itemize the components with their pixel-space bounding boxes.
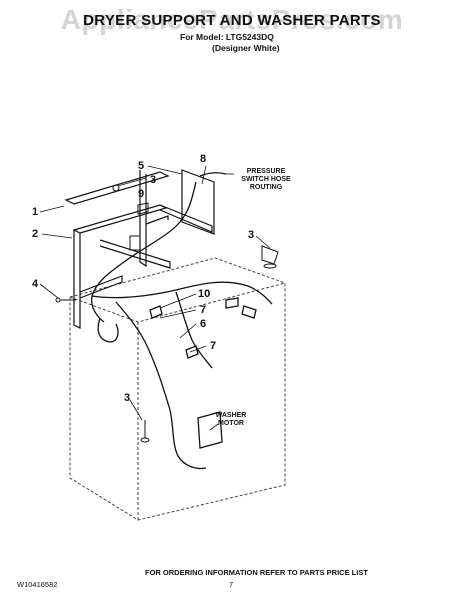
- callout-9: 9: [138, 188, 145, 200]
- ordering-info: FOR ORDERING INFORMATION REFER TO PARTS …: [145, 568, 368, 577]
- wire-harness: [90, 172, 273, 470]
- callout-3-right: 3: [248, 229, 255, 241]
- watermark: AppliancePartsPros.com: [60, 4, 404, 35]
- callout-8: 8: [200, 153, 207, 165]
- model-variant: (Designer White): [212, 43, 280, 53]
- callout-2: 2: [32, 228, 39, 240]
- callout-1: 1: [32, 206, 39, 218]
- diagram-title: DRYER SUPPORT AND WASHER PARTS: [83, 12, 381, 29]
- leader-lines: [39, 165, 271, 431]
- callout-7-lower: 7: [210, 340, 217, 352]
- pressure-switch-note: PRESSURE SWITCH HOSE ROUTING: [241, 168, 291, 191]
- callout-3-top: 3: [150, 174, 157, 186]
- model-line: For Model: LTG5243DQ: [180, 32, 274, 42]
- document-number: W10416582: [17, 580, 58, 589]
- page-number: 7: [229, 580, 234, 589]
- model-number: LTG5243DQ: [225, 32, 274, 42]
- callout-7-upper: 7: [200, 304, 207, 316]
- washer-motor-note: WASHER MOTOR: [215, 412, 247, 427]
- callout-3-bottom: 3: [124, 392, 131, 404]
- callout-6: 6: [200, 318, 207, 330]
- small-parts: [55, 184, 279, 443]
- model-prefix: For Model:: [180, 32, 224, 42]
- callout-5: 5: [138, 160, 145, 172]
- callout-4: 4: [32, 278, 39, 290]
- washer-cabinet: [69, 257, 286, 521]
- callout-10: 10: [198, 288, 211, 300]
